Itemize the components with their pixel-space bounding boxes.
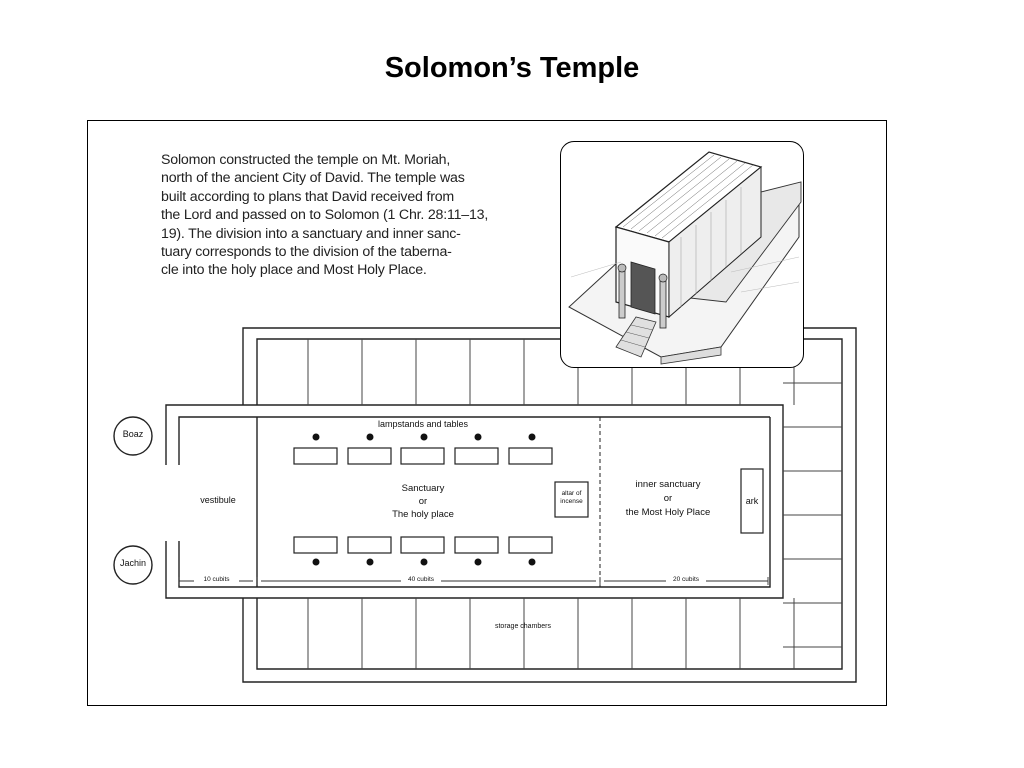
storage-label: storage chambers (494, 623, 552, 630)
ark-label: ark (745, 496, 759, 506)
sanctuary-line: or (418, 496, 428, 507)
storage-cells-right (783, 382, 842, 648)
dim-inner-label: 20 cubits (666, 576, 706, 583)
pillar-jachin-circle (113, 545, 153, 585)
pillar-boaz-circle (113, 416, 153, 456)
pillar-boaz-label: Boaz (122, 429, 144, 439)
intro-line: north of the ancient City of David. The … (161, 170, 465, 187)
sanctuary-line: The holy place (392, 509, 454, 520)
dim-vestibule-label: 10 cubits (194, 576, 239, 583)
intro-line: Solomon constructed the temple on Mt. Mo… (161, 152, 451, 168)
temple-illustration (560, 141, 804, 368)
intro-line: cle into the holy place and Most Holy Pl… (161, 262, 427, 279)
altar-line: altar of (561, 490, 582, 497)
diagram-frame: Solomon constructed the temple on Mt. Mo… (87, 120, 887, 706)
temple-wall-top (165, 404, 784, 599)
vestibule-label: vestibule (200, 495, 236, 505)
lampstands-bottom (312, 558, 536, 566)
intro-line: built according to plans that David rece… (161, 188, 455, 205)
inner-sanctuary-line: or (663, 493, 673, 504)
sanctuary-line: Sanctuary (401, 483, 445, 494)
inner-sanctuary-label: inner sanctuary or the Most Holy Place (608, 478, 728, 520)
intro-line: tuary corresponds to the division of the… (161, 244, 452, 261)
tables-top (293, 447, 553, 465)
altar-label: altar of incense (555, 490, 588, 506)
floor-plan (113, 327, 857, 683)
intro-text: Solomon constructed the temple on Mt. Mo… (161, 151, 541, 280)
pillar-jachin-label: Jachin (119, 558, 146, 568)
inner-sanctuary-line: the Most Holy Place (625, 507, 711, 518)
inner-wall-of-chambers (256, 338, 843, 670)
intro-line: the Lord and passed on to Solomon (1 Chr… (161, 207, 489, 224)
intro-line: 19). The division into a sanctuary and i… (161, 225, 461, 242)
inner-sanctuary-line: inner sanctuary (635, 479, 701, 490)
altar-box (554, 481, 589, 518)
outer-wall (242, 327, 857, 683)
sanctuary-label: Sanctuary or The holy place (358, 482, 488, 521)
slide-title: Solomon’s Temple (384, 52, 640, 84)
altar-line: incense (560, 498, 583, 505)
temple-inner-top (178, 416, 770, 465)
temple-perspective-drawing (568, 151, 802, 365)
storage-cells-bottom (307, 598, 795, 669)
lampstands-label: lampstands and tables (377, 419, 469, 429)
temple-inner-bottom (178, 417, 771, 588)
ark-box (740, 468, 764, 534)
lampstands-top (312, 433, 536, 441)
dim-sanctuary-label: 40 cubits (401, 576, 441, 583)
tables-bottom (293, 536, 553, 554)
